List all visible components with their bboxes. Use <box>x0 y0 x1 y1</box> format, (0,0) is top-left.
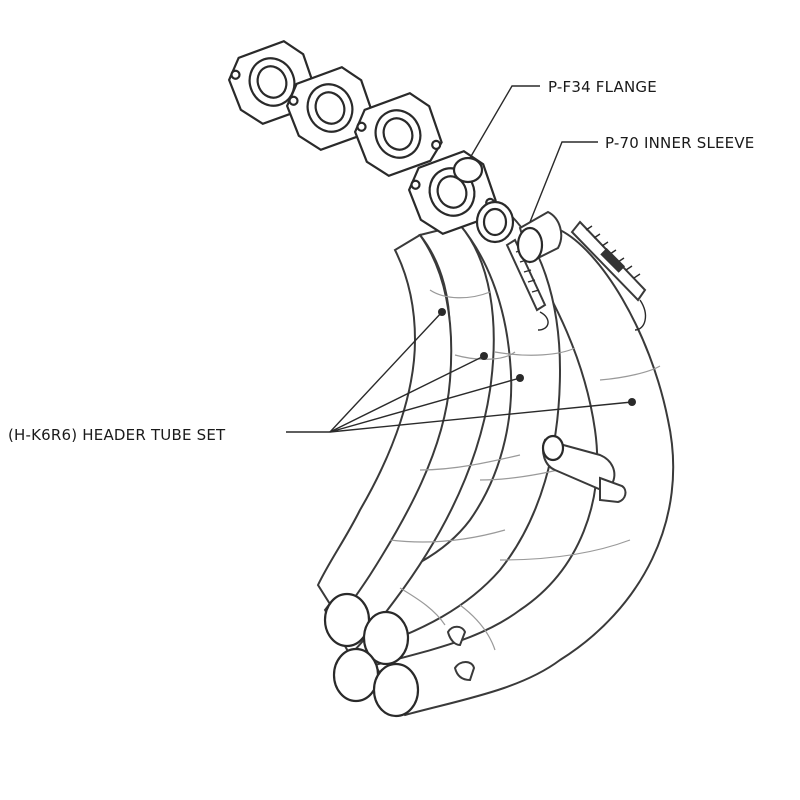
header-tubes <box>316 208 675 718</box>
hanger-tab <box>446 625 467 647</box>
seam-line <box>389 529 506 543</box>
seam-line <box>419 454 521 471</box>
inner-sleeve-end <box>516 226 544 264</box>
leader-dot <box>438 308 446 316</box>
mount-bracket <box>599 476 627 504</box>
seam-line <box>459 604 496 651</box>
leader-dot <box>516 374 524 382</box>
leader-inner-sleeve <box>529 141 598 223</box>
spring-coil <box>585 225 641 279</box>
port-stub <box>482 207 508 237</box>
flange-1 <box>227 39 317 126</box>
label-inner-sleeve: P-70 INNER SLEEVE <box>605 134 755 152</box>
seam-line <box>499 539 631 561</box>
outlet-ring <box>323 592 371 648</box>
leader-header-3 <box>329 377 521 433</box>
collector-outlets <box>323 592 420 718</box>
hanger-tab <box>453 661 476 682</box>
flanges <box>227 39 515 244</box>
outlet-ring <box>362 610 410 666</box>
flange-3 <box>353 91 443 178</box>
leader-dot <box>628 398 636 406</box>
spring-clamps <box>505 220 647 331</box>
spring-body-dark <box>600 247 626 273</box>
seam-line <box>494 347 576 356</box>
leader-header-4 <box>329 401 633 433</box>
label-header-tube-set: (H-K6R6) HEADER TUBE SET <box>8 426 226 444</box>
label-flange: P-F34 FLANGE <box>548 78 657 96</box>
outlet-ring <box>332 647 380 703</box>
leader-dot <box>480 352 488 360</box>
outlet-ring <box>372 662 420 718</box>
sensor-bung-end <box>541 434 565 462</box>
inner-sleeve <box>516 210 563 264</box>
seam-line <box>399 587 446 626</box>
leader-header-2 <box>329 355 485 433</box>
spring-hook <box>634 299 647 331</box>
leader-flange <box>469 85 540 159</box>
seam-line <box>429 289 491 299</box>
port-stub <box>452 156 484 184</box>
leader-header-1 <box>329 311 443 433</box>
spring-hook <box>537 311 549 331</box>
spring-icon <box>505 238 547 312</box>
leader-lines <box>286 85 636 433</box>
seam-line <box>599 365 661 381</box>
